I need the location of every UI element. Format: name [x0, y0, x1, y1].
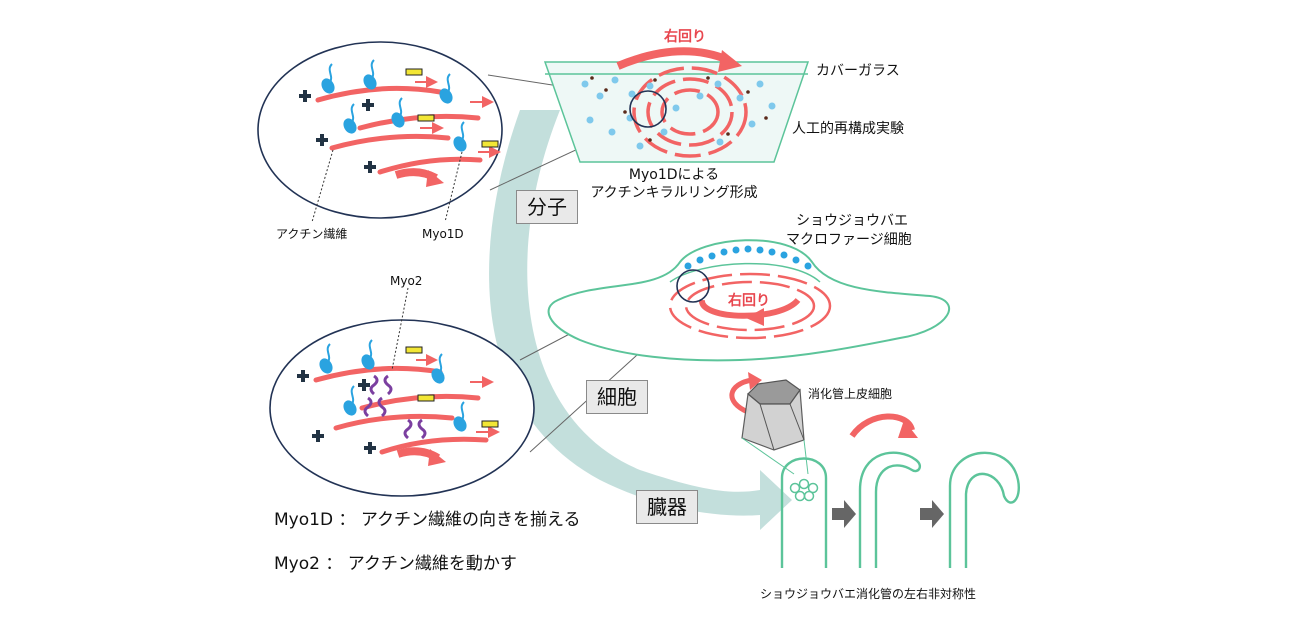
rotation-arrow-right	[849, 413, 915, 438]
gut-asymmetry-caption: ショウジョウバエ消化管の左右非対称性	[760, 587, 977, 601]
actin-filament-label: アクチン繊維	[276, 227, 348, 241]
gut-stage-3	[948, 451, 1020, 568]
gut-cell-cluster	[789, 478, 819, 502]
ring-caption-line1: Myo1Dによる	[628, 167, 720, 183]
level-tag-molecule: 分子	[516, 190, 578, 224]
flow-band	[489, 110, 792, 530]
filament-dots	[590, 76, 768, 142]
ring-caption-line2: アクチンキラルリング形成	[590, 185, 758, 201]
myo2-crosslinks	[363, 374, 427, 440]
experiment-zoom-circle	[629, 90, 667, 128]
cell-zoom-circle	[676, 269, 710, 303]
cell-rotation-label: 右回り	[728, 293, 770, 309]
level-tag-cell: 細胞	[586, 380, 648, 414]
myo2-pointer	[391, 287, 409, 371]
actin-pointer	[311, 149, 334, 223]
minus-end-icon	[417, 114, 435, 122]
cell-rotation-arrow	[699, 297, 801, 319]
rotation-arrow-left	[729, 377, 753, 415]
cell-title-line2: マクロファージ細胞	[786, 232, 912, 248]
legend-myo2: Myo2 ： アクチン繊維を動かす	[274, 554, 517, 574]
cell-zoom-ellipse	[269, 319, 535, 497]
molecule-zoom-ellipse	[257, 41, 503, 219]
gut-stage-1	[780, 457, 828, 568]
macrophage-cell	[547, 239, 951, 362]
cover-glass-label: カバーガラス	[816, 63, 900, 79]
myo2-label: Myo2	[390, 274, 423, 288]
step-arrow	[832, 500, 856, 528]
step-arrow	[920, 500, 944, 528]
top-rotation-arrow	[616, 47, 730, 70]
gut-stage-2	[858, 451, 922, 568]
reconstitution-label: 人工的再構成実験	[792, 121, 904, 137]
minus-end-icon	[405, 68, 423, 76]
level-tag-organ: 臓器	[636, 490, 698, 524]
epithelial-prism-icon	[741, 379, 805, 451]
cell-title-line1: ショウジョウバエ	[796, 213, 908, 229]
actin-chiral-ring	[632, 66, 748, 158]
myosin-dots	[581, 76, 776, 150]
cell-myosin-row	[684, 245, 812, 270]
epithelial-label: 消化管上皮細胞	[808, 387, 893, 401]
myo1d-pointer	[444, 151, 463, 223]
myo1d-label: Myo1D	[422, 227, 464, 241]
molecule-small-arrows	[415, 76, 501, 158]
experiment-rotation-label: 右回り	[664, 29, 706, 45]
minus-end-icon	[481, 140, 499, 148]
legend-myo1d: Myo1D ： アクチン繊維の向きを揃える	[274, 510, 581, 530]
cover-glass-trough	[543, 61, 810, 163]
